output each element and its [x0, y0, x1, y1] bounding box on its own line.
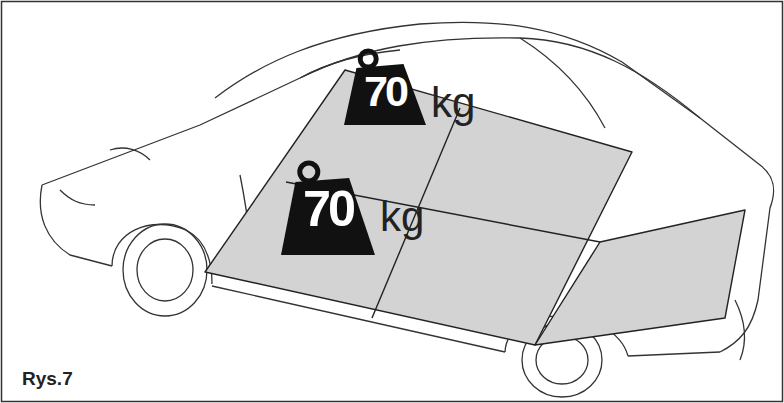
weight-icon: 70kg [343, 46, 427, 126]
weight-unit: kg [431, 82, 475, 124]
weight-value: 70 [343, 46, 427, 113]
figure-label: Rys.7 [22, 368, 73, 390]
weight-icon: 70kg [280, 158, 376, 256]
weight-value: 70 [280, 158, 376, 234]
weight-unit: kg [380, 196, 424, 238]
